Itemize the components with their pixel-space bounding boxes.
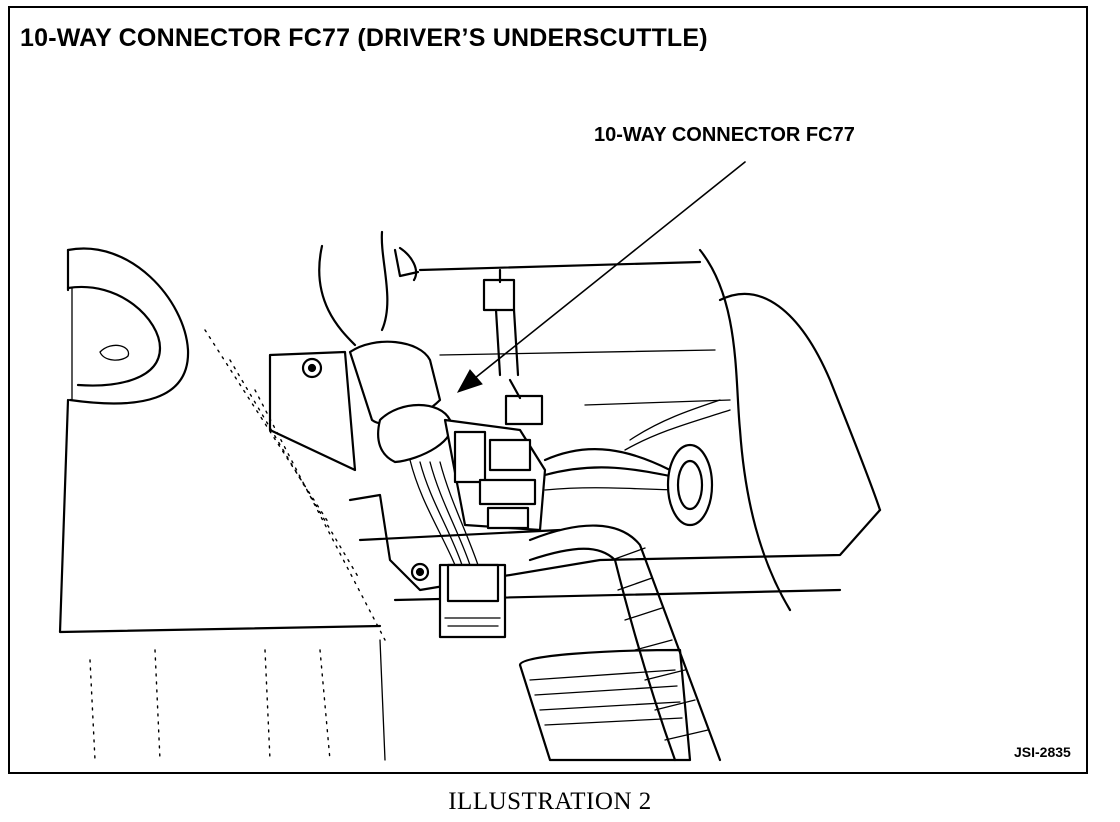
lower-left-panel [58, 248, 386, 761]
grommet [666, 443, 714, 527]
harness-sleeve [348, 340, 453, 464]
connector-fc77 [443, 418, 547, 532]
braided-harness [528, 524, 722, 762]
bracket-switch [482, 268, 544, 426]
callout-label: 10-WAY CONNECTOR FC77 [594, 124, 855, 146]
illustration-caption: ILLUSTRATION 2 [448, 788, 652, 815]
speaker-panel [66, 247, 190, 405]
figure-title: 10-WAY CONNECTOR FC77 (DRIVER’S UNDERSCU… [20, 24, 708, 52]
figure-id: JSI-2835 [1014, 744, 1071, 760]
callout-leader-arrow [456, 161, 746, 393]
brake-pedal [518, 648, 692, 762]
steering-column [318, 230, 882, 612]
mating-connector [438, 563, 507, 639]
figure-frame [8, 6, 1088, 774]
